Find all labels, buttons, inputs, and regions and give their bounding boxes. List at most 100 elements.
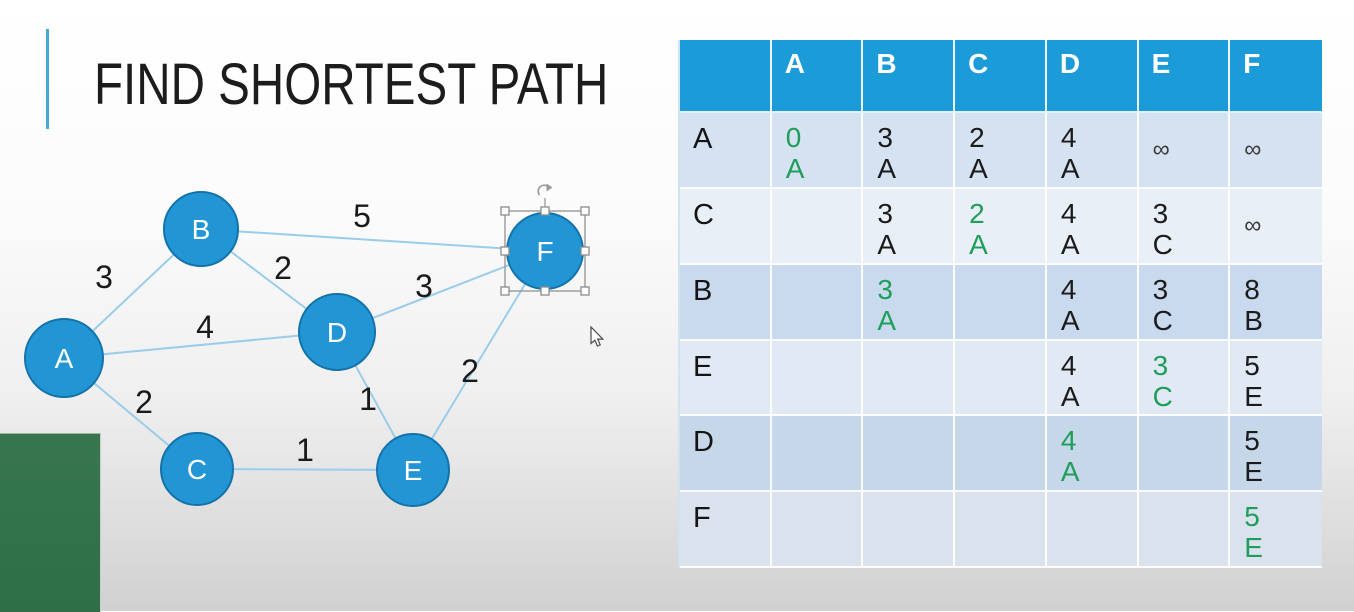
cell-E-C[interactable]: [955, 340, 1047, 417]
green-rectangle[interactable]: [0, 433, 101, 612]
node-label-A: A: [55, 343, 74, 374]
cell-C-F[interactable]: ∞: [1230, 188, 1322, 265]
edge-weight-B-D[interactable]: 2: [274, 250, 292, 286]
cell-value: 3: [1152, 197, 1169, 229]
node-label-F: F: [536, 236, 553, 267]
selection-handle-sw[interactable]: [500, 286, 510, 296]
cell-E-B[interactable]: [863, 340, 956, 417]
row-label-E[interactable]: E: [680, 340, 772, 417]
edge-weight-C-E[interactable]: 1: [296, 432, 314, 468]
cell-value: 4: [1060, 425, 1077, 457]
selection-handle-ne[interactable]: [580, 206, 590, 216]
cell-value: 3: [1152, 273, 1169, 305]
edge-weight-B-F[interactable]: 5: [353, 198, 371, 234]
title-accent-bar: [46, 29, 49, 129]
cell-via: E: [1244, 380, 1263, 412]
cell-value: 3: [877, 122, 893, 153]
edge-B-F[interactable]: [200, 228, 546, 252]
table-header-B[interactable]: B: [863, 40, 956, 113]
row-label-F[interactable]: F: [680, 492, 772, 568]
cell-F-E[interactable]: [1138, 492, 1231, 568]
cell-D-C[interactable]: [955, 416, 1047, 493]
cell-A-E[interactable]: ∞: [1138, 113, 1231, 189]
cell-value: 5: [1244, 349, 1260, 381]
cell-C-A[interactable]: [771, 188, 864, 265]
cell-value: ∞: [1244, 136, 1262, 163]
cell-F-B[interactable]: [863, 492, 956, 568]
node-E[interactable]: [376, 433, 450, 507]
cell-value: 0: [785, 122, 802, 153]
node-D[interactable]: [298, 293, 376, 371]
edge-weight-D-E[interactable]: 1: [359, 381, 377, 417]
page-title[interactable]: FIND SHORTEST PATH: [94, 52, 609, 117]
cell-via: A: [1060, 380, 1080, 412]
cell-value: 8: [1244, 273, 1260, 305]
mouse-cursor: [590, 325, 605, 347]
table-header-A[interactable]: A: [771, 40, 864, 113]
cell-E-A[interactable]: [771, 340, 864, 417]
selection-handle-nw[interactable]: [500, 206, 510, 216]
selection-handle-s[interactable]: [540, 286, 550, 296]
table-header-D[interactable]: D: [1046, 40, 1139, 113]
cell-value: 3: [877, 197, 893, 229]
cell-B-C[interactable]: [955, 264, 1047, 341]
edge-A-D[interactable]: [63, 331, 338, 359]
edge-weight-E-F[interactable]: 2: [461, 353, 479, 389]
cell-F-D[interactable]: [1046, 492, 1139, 568]
cell-value: 3: [877, 273, 893, 305]
node-C[interactable]: [160, 432, 234, 506]
cell-F-A[interactable]: [771, 492, 864, 568]
cell-via: E: [1244, 532, 1263, 564]
node-B[interactable]: [163, 191, 239, 267]
table-header-F[interactable]: F: [1230, 40, 1322, 113]
node-A[interactable]: [24, 318, 104, 398]
cell-via: B: [1244, 304, 1263, 336]
cell-F-C[interactable]: [955, 492, 1047, 568]
row-label-A[interactable]: A: [680, 113, 772, 189]
selection-handle-w[interactable]: [500, 246, 510, 256]
edge-weight-A-C[interactable]: 2: [135, 384, 153, 420]
selection-handle-se[interactable]: [580, 286, 590, 296]
table-header-C[interactable]: C: [955, 40, 1047, 113]
cell-value: 5: [1244, 501, 1260, 533]
selection-handle-n[interactable]: [540, 206, 550, 216]
cell-A-F[interactable]: ∞: [1230, 113, 1322, 189]
row-label-D[interactable]: D: [680, 416, 772, 493]
cell-D-E[interactable]: [1138, 416, 1231, 493]
cell-D-B[interactable]: [863, 416, 956, 493]
edge-weight-A-B[interactable]: 3: [95, 259, 113, 295]
table-header-corner[interactable]: [680, 40, 772, 113]
table-header-E[interactable]: E: [1138, 40, 1231, 113]
row-label-C[interactable]: C: [680, 188, 772, 265]
cell-value: 4: [1060, 122, 1077, 153]
cell-B-A[interactable]: [771, 264, 864, 341]
row-label-B[interactable]: B: [680, 264, 772, 341]
edge-E-F[interactable]: [412, 250, 546, 471]
edge-weight-A-D[interactable]: 4: [196, 309, 214, 345]
cell-via: A: [969, 228, 988, 260]
edge-weight-D-F[interactable]: 3: [415, 268, 433, 304]
selection-handle-e[interactable]: [580, 246, 590, 256]
cell-via: A: [877, 304, 897, 336]
cell-D-A[interactable]: [771, 416, 864, 493]
cell-via: A: [1060, 456, 1080, 488]
